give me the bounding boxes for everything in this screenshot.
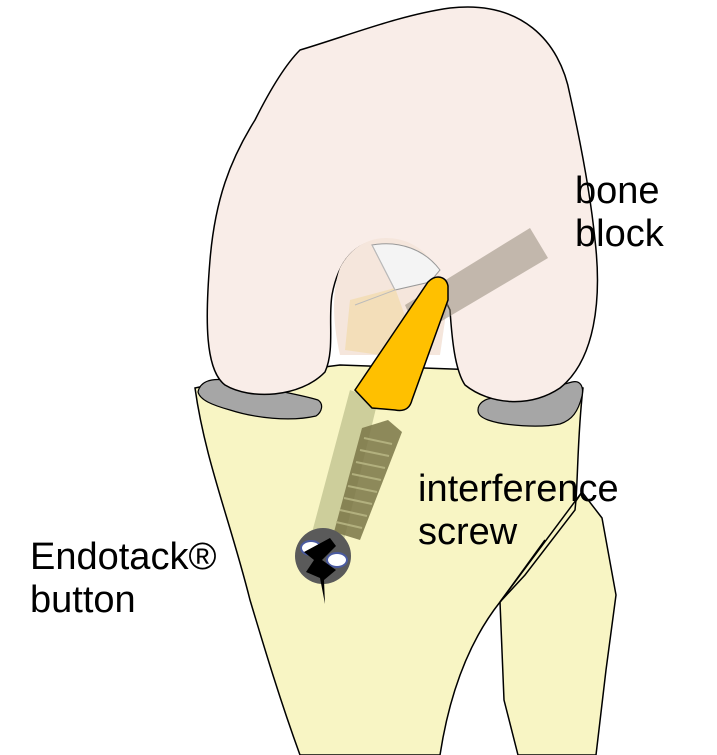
interference-screw-label-line2: screw — [418, 511, 619, 554]
endotack-button-label: Endotack® button — [30, 536, 216, 622]
bone-block-label-line2: block — [575, 213, 664, 256]
bone-block-label-line1: bone — [575, 170, 664, 213]
bone-block-label: bone block — [575, 170, 664, 256]
interference-screw-label: interference screw — [418, 468, 619, 554]
interference-screw-label-line1: interference — [418, 468, 619, 511]
endotack-button-label-line1: Endotack® — [30, 536, 216, 579]
endotack-button-label-line2: button — [30, 579, 216, 622]
